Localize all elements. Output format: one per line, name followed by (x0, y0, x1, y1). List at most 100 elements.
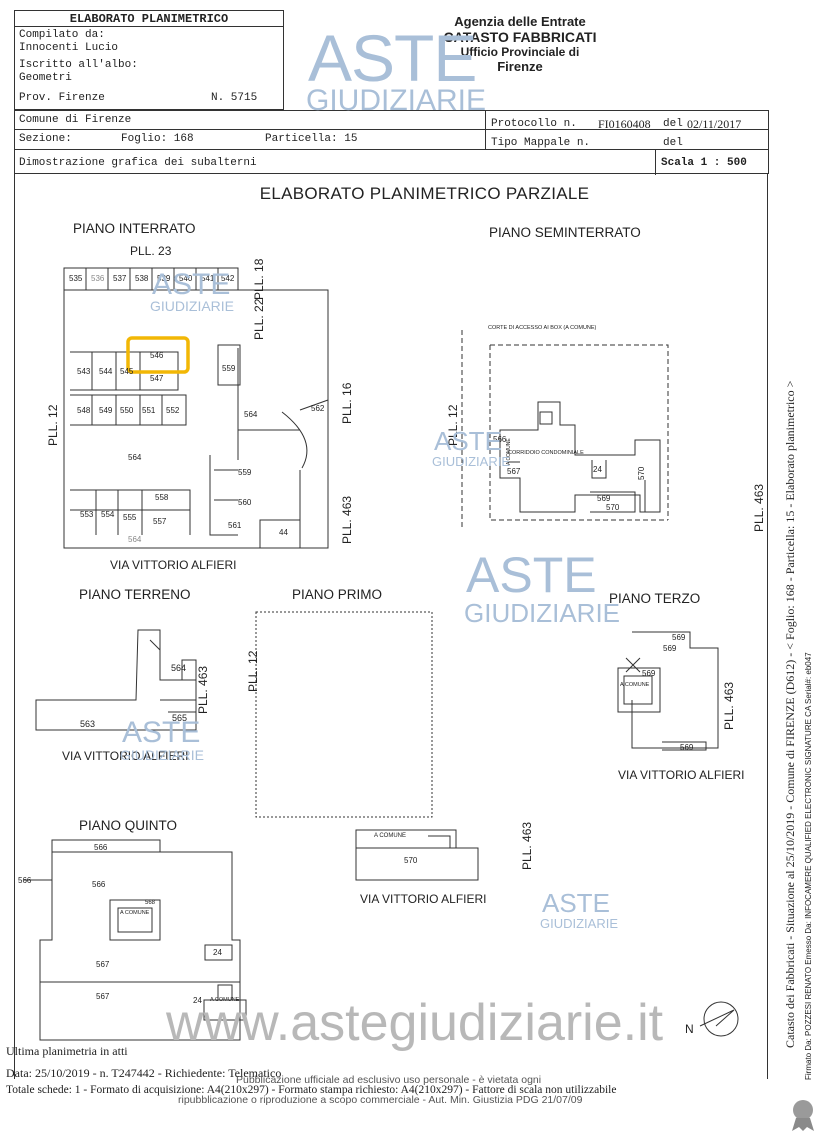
room-label: 553 (80, 510, 94, 519)
room-label: 545 (120, 367, 134, 376)
room-label: 542 (221, 274, 235, 283)
doc-title: ELABORATO PLANIMETRICO (15, 12, 283, 27)
room-label: 561 (228, 521, 242, 530)
section-interrato: PIANO INTERRATO (73, 221, 196, 236)
author-box: ELABORATO PLANIMETRICO Compilato da: Inn… (14, 10, 284, 110)
tipo-mappale-del: del (663, 137, 683, 149)
pll-463-seminterrato: PLL. 463 (752, 483, 766, 532)
corridoio-label: CORRIDOIO CONDOMINIALE (508, 450, 584, 456)
room-label: 535 (69, 274, 83, 283)
room-label: 566 (493, 435, 507, 444)
room-label: 44 (279, 528, 288, 537)
enrolled-label: Iscritto all'albo: (19, 59, 138, 71)
side-catasto-text: Catasto dei Fabbricati - Situazione al 2… (783, 380, 797, 1048)
pll-23: PLL. 23 (130, 244, 172, 258)
room-label: 569 (663, 644, 677, 653)
agency-block: Agenzia delle Entrate CATASTO FABBRICATI… (420, 14, 620, 74)
watermark-giudiziarie-2: GIUDIZIARIE (432, 454, 511, 469)
room-label: 555 (123, 513, 137, 522)
enrolled-value: Geometri (19, 72, 72, 84)
room-label: 564 (171, 663, 187, 673)
room-label: 569 (680, 743, 694, 752)
section-primo: PIANO PRIMO (292, 587, 383, 602)
highlight-box (126, 336, 190, 374)
room-label: 567 (96, 960, 110, 969)
room-label: 540 (179, 274, 193, 283)
room-label: 570 (404, 856, 418, 865)
pll-463-primo: PLL. 463 (520, 821, 534, 870)
room-label: 559 (222, 364, 236, 373)
agency-line-3: Ufficio Provinciale di (460, 45, 580, 59)
room-label: 548 (77, 406, 91, 415)
pll-463-terzo: PLL. 463 (722, 681, 736, 730)
room-label: 559 (238, 468, 252, 477)
a-comune-primo: A COMUNE (374, 833, 407, 839)
pll-18: PLL. 18 (252, 258, 266, 300)
a-comune-quinto-2: A COMUNE (210, 997, 240, 1003)
room-label: 558 (155, 493, 169, 502)
room-label: 547 (150, 374, 164, 383)
drawing-frame (14, 174, 768, 1079)
room-label: 538 (135, 274, 149, 283)
watermark-giudiziarie-5: GIUDIZIARIE (540, 916, 619, 931)
agency-line-2: CATASTO FABBRICATI (443, 29, 597, 45)
room-label: 567 (96, 992, 110, 1001)
footer-line-2: Data: 25/10/2019 - n. T247442 - Richiede… (6, 1066, 282, 1080)
footer-line-1: Ultima planimetria in atti (6, 1044, 128, 1058)
room-label: 564 (128, 453, 142, 462)
via-interrato: VIA VITTORIO ALFIERI (110, 558, 237, 572)
watermark-giudiziarie-top: GIUDIZIARIE (306, 84, 487, 117)
room-label: 566 (92, 880, 106, 889)
compiled-by: Innocenti Lucio (19, 42, 119, 54)
footer-notice-1: Pubblicazione ufficiale ad esclusivo uso… (236, 1074, 542, 1086)
room-label: 564 (244, 410, 258, 419)
a-comune-terzo: A COMUNE (620, 682, 650, 688)
section-terzo: PIANO TERZO (609, 591, 701, 606)
room-label: 536 (91, 274, 105, 283)
north-label: N (685, 1022, 694, 1036)
room-label: 563 (80, 719, 96, 729)
room-label: 552 (166, 406, 180, 415)
watermark-giudiziarie-3: GIUDIZIARIE (464, 598, 621, 628)
province: Prov. Firenze (19, 92, 105, 104)
room-label: 24 (193, 996, 202, 1005)
room-label: 569 (672, 633, 686, 642)
via-terreno: VIA VITTORIO ALFIERI (62, 749, 189, 763)
compiled-label: Compilato da: (19, 29, 105, 41)
foglio: Foglio: 168 (121, 133, 194, 145)
agency-line-1: Agenzia delle Entrate (454, 14, 586, 29)
protocollo-value: FI0160408 (598, 117, 651, 131)
watermark-aste-2: ASTE (434, 426, 502, 456)
room-label: 24 (593, 465, 602, 474)
room-label: 24 (213, 948, 222, 957)
room-label: 549 (99, 406, 113, 415)
side-signature-text: Firmato Da: POZZESI RENATO Emesso Da: IN… (804, 652, 813, 1080)
a-comune-quinto: A COMUNE (120, 910, 150, 916)
watermark-aste-top: ASTE (308, 21, 477, 95)
footer-notice-2: ripubblicazione o riproduzione a scopo c… (178, 1094, 583, 1106)
particella: Particella: 15 (265, 133, 358, 145)
room-label: 560 (238, 498, 252, 507)
section-seminterrato: PIANO SEMINTERRATO (489, 225, 641, 240)
footer-line-3: Totale schede: 1 - Formato di acquisizio… (6, 1084, 617, 1096)
main-title: ELABORATO PLANIMETRICO PARZIALE (259, 184, 590, 203)
room-label: 569 (597, 494, 611, 503)
interrato-outline (63, 267, 329, 549)
watermark-aste-3: ASTE (466, 547, 597, 603)
protocollo-date: 02/11/2017 (687, 117, 742, 131)
room-label: 566 (18, 876, 32, 885)
protocollo-del: del (663, 118, 683, 130)
registration-number: N. 5715 (211, 92, 258, 104)
room-label: 539 (157, 274, 171, 283)
pll-12-primo: PLL. 12 (246, 650, 260, 692)
sezione-label: Sezione: (19, 133, 72, 145)
info-table: Comune di Firenze Protocollo n. FI016040… (14, 110, 769, 175)
room-label: 544 (99, 367, 113, 376)
pll-12-interrato: PLL. 12 (46, 404, 60, 446)
seal-icon (792, 1100, 814, 1131)
room-label: 570 (606, 503, 620, 512)
room-label: 570 (637, 466, 646, 480)
room-label: 568 (145, 900, 156, 906)
watermark-aste-4: ASTE (122, 716, 201, 749)
